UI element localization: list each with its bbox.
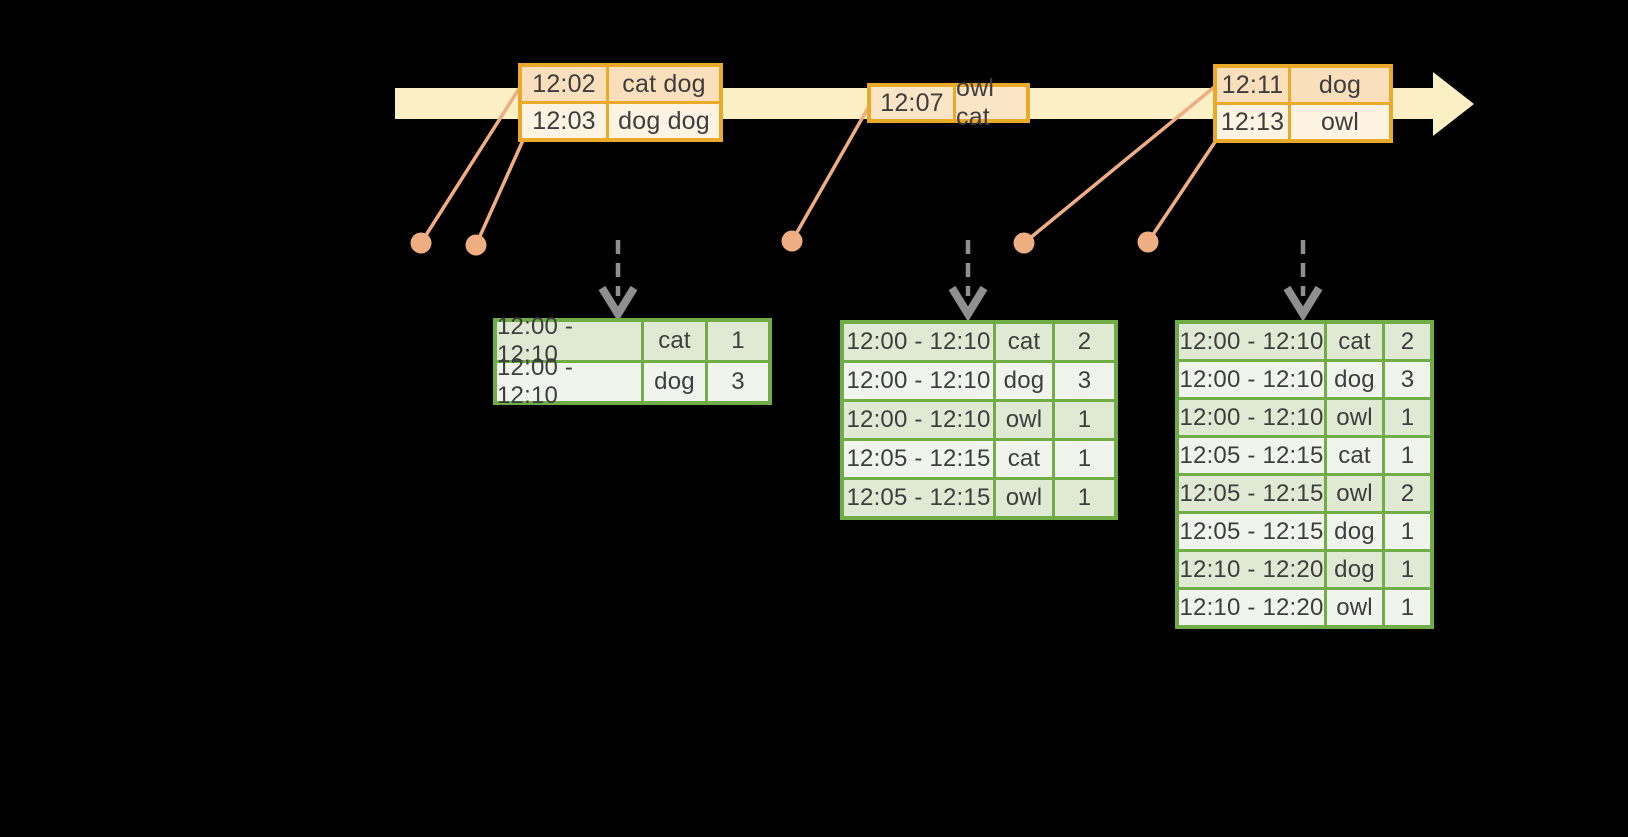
window-cell: 12:00 - 12:10 — [1179, 362, 1324, 397]
event-time-cell: 12:07 — [871, 87, 953, 119]
result-table-3: 12:00 - 12:10 cat 2 12:00 - 12:10 dog 3 … — [1175, 320, 1434, 629]
trigger-arrowhead-icon — [598, 285, 638, 322]
window-cell: 12:10 - 12:20 — [1179, 552, 1324, 587]
word-cell: cat — [1327, 438, 1382, 473]
window-cell: 12:05 - 12:15 — [1179, 514, 1324, 549]
result-table-1: 12:00 - 12:10 cat 1 12:00 - 12:10 dog 3 — [493, 313, 772, 409]
count-cell: 2 — [1385, 324, 1430, 359]
trigger-arrowhead-icon — [948, 285, 988, 322]
word-cell: owl — [996, 480, 1052, 516]
event-dot — [781, 230, 803, 252]
word-cell: cat — [1327, 324, 1382, 359]
event-time-cell: 12:02 — [522, 67, 606, 101]
event-words-cell: owl — [1291, 105, 1389, 139]
event-table-3: 12:11 dog 12:13 owl — [1213, 64, 1393, 143]
window-cell: 12:05 - 12:15 — [844, 480, 993, 516]
count-cell: 1 — [1385, 400, 1430, 435]
count-cell: 2 — [1055, 324, 1114, 360]
word-cell: owl — [1327, 400, 1382, 435]
window-cell: 12:10 - 12:20 — [1179, 590, 1324, 625]
count-cell: 3 — [1385, 362, 1430, 397]
event-dot — [1013, 232, 1035, 254]
window-cell: 12:00 - 12:10 — [497, 354, 641, 409]
word-cell: dog — [644, 363, 705, 401]
count-cell: 1 — [708, 322, 768, 360]
event-dot — [1137, 231, 1159, 253]
event-words-cell: dog — [1291, 68, 1389, 102]
window-cell: 12:05 - 12:15 — [1179, 476, 1324, 511]
count-cell: 1 — [1385, 438, 1430, 473]
result-table-2: 12:00 - 12:10 cat 2 12:00 - 12:10 dog 3 … — [840, 320, 1118, 520]
connector-line — [1022, 82, 1220, 245]
event-time-cell: 12:13 — [1217, 105, 1288, 139]
event-connectors — [419, 82, 1225, 246]
word-cell: cat — [996, 441, 1052, 477]
count-cell: 2 — [1385, 476, 1430, 511]
event-table-2: 12:07 owl cat — [867, 74, 1030, 131]
window-cell: 12:00 - 12:10 — [844, 363, 993, 399]
connector-line — [474, 137, 526, 246]
event-dot — [465, 234, 487, 256]
connector-line — [419, 83, 524, 244]
trigger-arrowhead-icon — [1283, 285, 1323, 322]
word-cell: dog — [1327, 362, 1382, 397]
event-dot — [410, 232, 432, 254]
word-cell: owl — [996, 402, 1052, 438]
connector-line — [1146, 129, 1225, 243]
word-cell: dog — [996, 363, 1052, 399]
event-time-cell: 12:03 — [522, 104, 606, 138]
connector-line — [790, 100, 874, 242]
window-cell: 12:00 - 12:10 — [844, 324, 993, 360]
window-cell: 12:00 - 12:10 — [1179, 400, 1324, 435]
count-cell: 1 — [1055, 402, 1114, 438]
count-cell: 1 — [1055, 480, 1114, 516]
window-cell: 12:05 - 12:15 — [844, 441, 993, 477]
word-cell: owl — [1327, 590, 1382, 625]
trigger-arrows — [598, 240, 1323, 322]
event-words-cell: owl cat — [956, 74, 1026, 131]
count-cell: 1 — [1385, 552, 1430, 587]
event-words-cell: dog dog — [609, 104, 719, 138]
word-cell: owl — [1327, 476, 1382, 511]
event-time-cell: 12:11 — [1217, 68, 1288, 102]
word-cell: dog — [1327, 514, 1382, 549]
word-cell: cat — [996, 324, 1052, 360]
count-cell: 3 — [1055, 363, 1114, 399]
count-cell: 3 — [708, 363, 768, 401]
word-cell: dog — [1327, 552, 1382, 587]
word-cell: cat — [644, 322, 705, 360]
event-table-1: 12:02 cat dog 12:03 dog dog — [518, 63, 723, 142]
count-cell: 1 — [1385, 590, 1430, 625]
timeline-arrowhead-icon — [1433, 72, 1474, 136]
window-cell: 12:05 - 12:15 — [1179, 438, 1324, 473]
window-cell: 12:00 - 12:10 — [844, 402, 993, 438]
event-dots — [410, 230, 1159, 256]
count-cell: 1 — [1385, 514, 1430, 549]
event-words-cell: cat dog — [609, 67, 719, 101]
count-cell: 1 — [1055, 441, 1114, 477]
window-cell: 12:00 - 12:10 — [1179, 324, 1324, 359]
